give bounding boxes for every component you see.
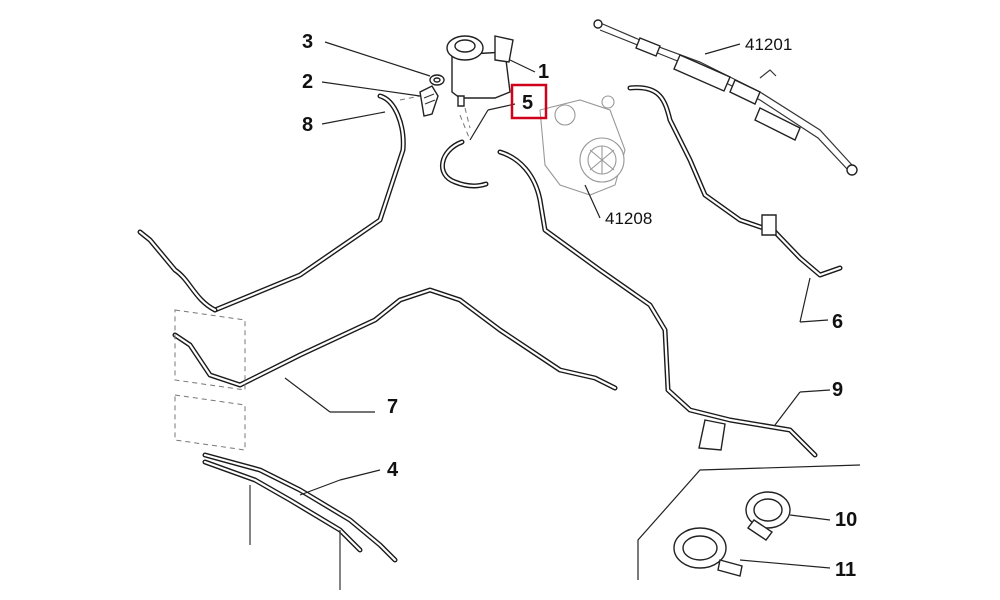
callout-3: 3	[302, 31, 313, 53]
callout-41201: 41201	[745, 35, 792, 54]
hose-7	[172, 287, 618, 391]
clamp-10	[745, 491, 791, 541]
leader-lines	[284, 41, 831, 569]
hose-5	[439, 139, 489, 189]
reservoir	[446, 35, 514, 107]
callout-6: 6	[832, 311, 843, 333]
callout-5: 5	[522, 92, 533, 114]
clamp-inset-divider	[637, 464, 861, 580]
hose-8	[137, 93, 406, 313]
callout-4: 4	[387, 459, 399, 481]
callout-11: 11	[835, 559, 856, 581]
steering-rack	[593, 19, 858, 176]
callout-8: 8	[302, 114, 313, 136]
cooler-pipe-4	[202, 452, 398, 590]
callout-1: 1	[538, 61, 549, 83]
callout-41208: 41208	[605, 209, 652, 228]
callout-9: 9	[832, 379, 843, 401]
callout-10: 10	[835, 509, 857, 531]
power-steering-pump	[539, 95, 626, 196]
hose-6	[627, 85, 843, 278]
seal-and-fitting	[419, 74, 445, 117]
highlight-box	[510, 83, 548, 120]
clamp-11	[673, 527, 743, 577]
callout-2: 2	[302, 71, 313, 93]
hose-9	[497, 149, 818, 458]
callout-7: 7	[387, 396, 398, 418]
